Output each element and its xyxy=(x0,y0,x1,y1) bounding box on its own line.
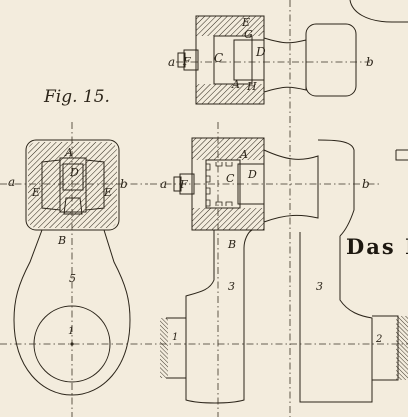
top-label-g: G xyxy=(244,28,253,41)
figure-label: Fig. 15. xyxy=(43,87,110,107)
front-label-e-right: E xyxy=(103,186,112,199)
top-label-a-part: A xyxy=(231,78,240,91)
top-label-b: b xyxy=(366,55,374,69)
top-label-h: H xyxy=(246,80,257,93)
top-plug-d xyxy=(233,39,265,81)
side-label-1: 1 xyxy=(172,332,178,343)
left-shaft-stub xyxy=(166,317,187,379)
left-shaft-hatch xyxy=(160,318,168,378)
right-shaft-hatch xyxy=(396,316,408,380)
side-label-2: 2 xyxy=(375,334,382,345)
front-label-a-axis: a xyxy=(8,175,15,189)
side-label-d: D xyxy=(247,168,257,181)
side-label-b-axis: b xyxy=(362,177,370,191)
side-label-c: C xyxy=(226,172,235,185)
front-label-d: D xyxy=(69,166,79,179)
side-label-3-right: 3 xyxy=(316,280,323,293)
front-strap-hatch xyxy=(28,142,117,228)
right-shaft-stub xyxy=(372,315,399,381)
side-rod-upper xyxy=(317,139,355,237)
front-pin-core xyxy=(62,163,84,191)
side-teeth xyxy=(206,162,233,207)
top-view: E G a F C D A H b xyxy=(168,15,374,105)
top-label-f: F xyxy=(182,55,191,68)
top-rod-neck xyxy=(263,37,307,93)
side-block-hatch-lower xyxy=(192,208,264,230)
front-label-b-axis: b xyxy=(120,177,128,191)
top-right-arc xyxy=(349,0,408,23)
side-label-b: B xyxy=(227,238,236,251)
top-block-hatch-lower xyxy=(196,84,264,104)
top-label-a: a xyxy=(168,55,175,69)
top-rod-end xyxy=(305,23,357,97)
side-block-hatch-upper xyxy=(192,138,264,160)
side-view: A a F C D b B 3 3 1 2 xyxy=(0,122,408,417)
side-label-a-axis: a xyxy=(160,177,167,191)
top-bolt-head xyxy=(183,49,199,71)
front-label-1: 1 xyxy=(68,326,74,337)
front-wedge xyxy=(63,197,83,215)
side-label-f: F xyxy=(179,178,188,191)
right-rod-shank xyxy=(299,232,373,403)
front-label-a: A xyxy=(64,146,73,159)
top-pin-body xyxy=(213,35,253,85)
right-view xyxy=(160,0,408,417)
side-label-3-left: 3 xyxy=(228,280,235,293)
right-edge-fragment xyxy=(395,149,408,161)
top-bolt-nut xyxy=(177,52,186,68)
top-block-hatch-upper xyxy=(196,16,264,36)
front-view: A D a E b E B 5 1 xyxy=(0,122,148,417)
side-rod-neck xyxy=(263,149,319,223)
side-rod-shank xyxy=(185,229,253,404)
front-strap-outline xyxy=(25,139,120,231)
front-rod-body xyxy=(13,229,131,396)
top-label-e: E xyxy=(241,16,250,29)
top-label-c: C xyxy=(214,51,223,65)
front-label-5: 5 xyxy=(69,272,76,285)
front-pin-square xyxy=(59,157,87,213)
top-label-d: D xyxy=(255,45,266,59)
front-label-e-left: E xyxy=(31,186,40,199)
front-label-b: B xyxy=(57,234,66,247)
title-fragment: Das I xyxy=(346,234,408,259)
side-label-a: A xyxy=(239,148,248,161)
